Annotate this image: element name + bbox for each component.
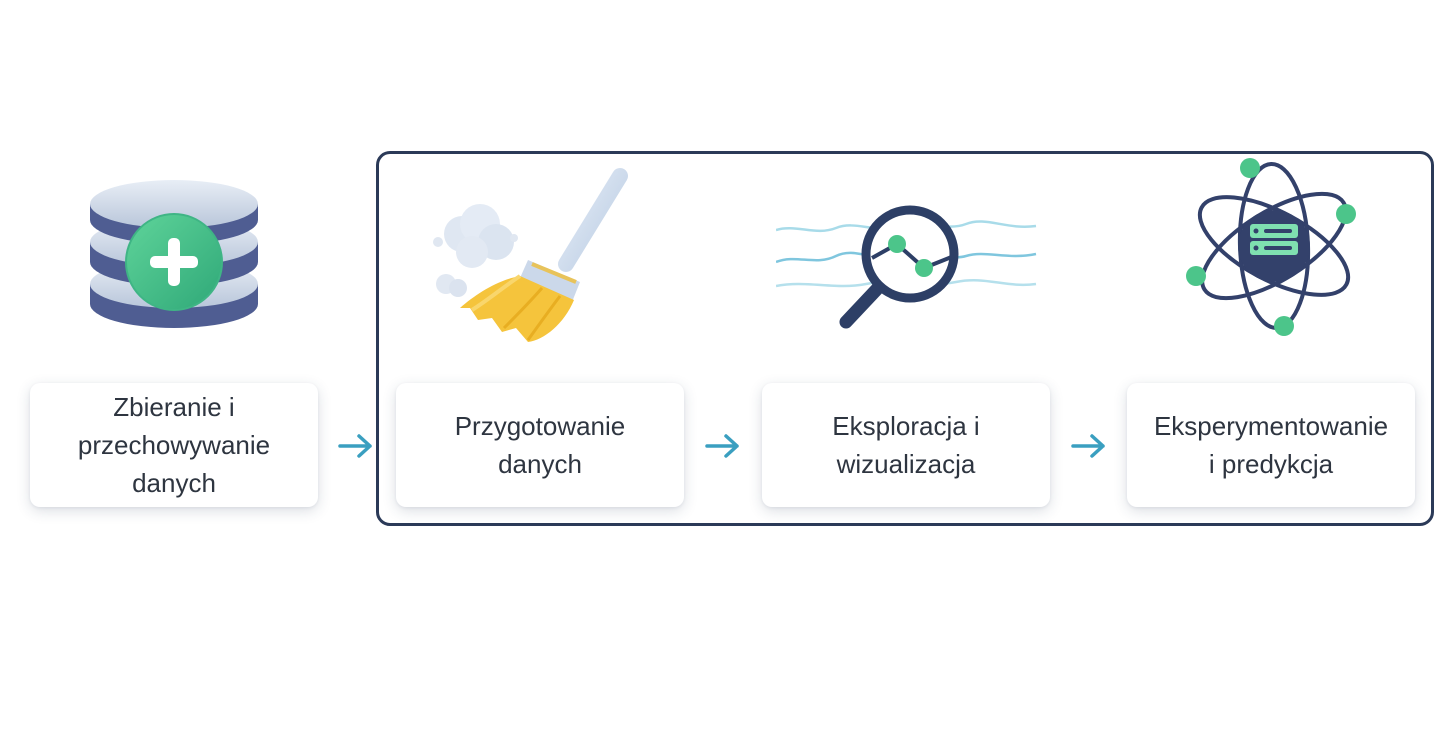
atom-server-icon [1186,158,1356,336]
database-add-icon [90,180,258,328]
arrow-right-icon [705,434,739,458]
step-card-explore: Eksploracja i wizualizacja [762,383,1050,507]
step-card-experiment: Eksperymentowanie i predykcja [1127,383,1415,507]
broom-icon [433,168,628,342]
magnifier-chart-icon [776,205,1037,329]
step-label: Eksploracja i wizualizacja [832,411,980,479]
step-label: Zbieranie i przechowywanie danych [77,392,271,498]
step-label: Przygotowanie danych [454,411,626,479]
step-card-prepare: Przygotowanie danych [396,383,684,507]
analysis-group-frame [376,151,1434,526]
step-card-collect: Zbieranie i przechowywanie danych [30,383,318,507]
step-label: Eksperymentowanie i predykcja [1153,411,1389,479]
arrow-right-icon [338,434,372,458]
arrow-right-icon [1071,434,1105,458]
